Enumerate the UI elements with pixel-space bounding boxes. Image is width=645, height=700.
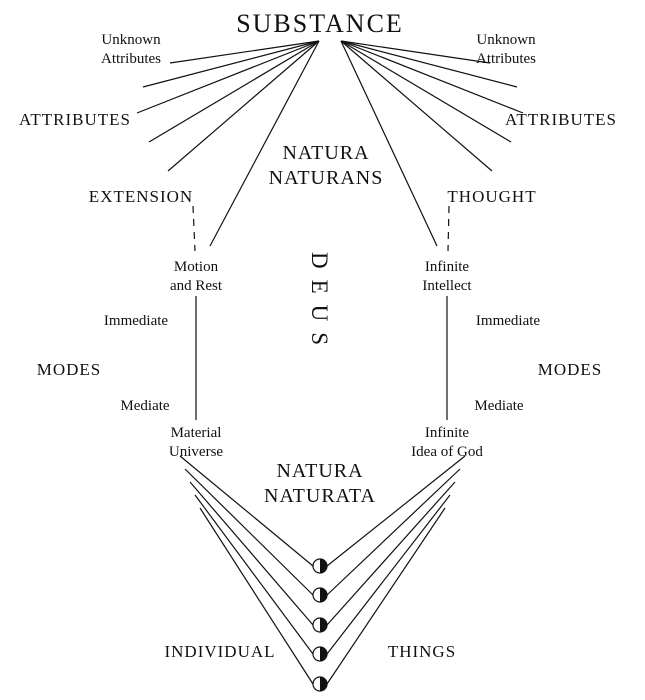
- extension-dashed-link: [192, 205, 196, 252]
- attributes-left-label: ATTRIBUTES: [19, 110, 131, 129]
- attribute-mode-dashed-links: [192, 205, 450, 252]
- individual-thing-nodes: [312, 558, 328, 692]
- immediate-right-label: Immediate: [475, 313, 541, 329]
- convergence-lines-left: [179, 455, 314, 685]
- unknown-attributes-left-label: Unknown Attributes: [101, 32, 161, 67]
- substance-label: SUBSTANCE: [236, 9, 404, 38]
- things-label: THINGS: [387, 642, 457, 661]
- infinite-idea-of-god-label: Infinite Idea of God: [411, 425, 483, 460]
- motion-and-rest-label: Motion and Rest: [169, 259, 223, 294]
- convergence-lines-right: [326, 455, 466, 685]
- material-universe-label: Material Universe: [168, 425, 224, 460]
- substance-fan-left: [136, 40, 320, 247]
- extension-label: EXTENSION: [88, 187, 194, 206]
- individual-thing-node-icon: [312, 617, 328, 633]
- infinite-intellect-label: Infinite Intellect: [422, 259, 472, 294]
- mediate-right-label: Mediate: [474, 398, 524, 414]
- immediate-left-label: Immediate: [103, 313, 169, 329]
- individual-thing-node-icon: [312, 587, 328, 603]
- modes-right-label: MODES: [537, 360, 603, 379]
- modes-left-label: MODES: [36, 360, 102, 379]
- natura-naturans-label: NATURA NATURANS: [268, 142, 384, 189]
- mode-lines: [195, 296, 448, 420]
- individual-thing-node-icon: [312, 676, 328, 692]
- substance-fan-right: [340, 40, 524, 247]
- unknown-attributes-right-label: Unknown Attributes: [476, 32, 536, 67]
- individual-thing-node-icon: [312, 646, 328, 662]
- natura-naturata-label: NATURA NATURATA: [264, 460, 376, 507]
- individual-thing-node-icon: [312, 558, 328, 574]
- thought-dashed-link: [447, 205, 450, 252]
- thought-label: THOUGHT: [447, 187, 537, 206]
- individual-label: INDIVIDUAL: [164, 642, 276, 661]
- deus-label: DEUS: [307, 252, 332, 357]
- mediate-left-label: Mediate: [120, 398, 170, 414]
- attributes-right-label: ATTRIBUTES: [505, 110, 617, 129]
